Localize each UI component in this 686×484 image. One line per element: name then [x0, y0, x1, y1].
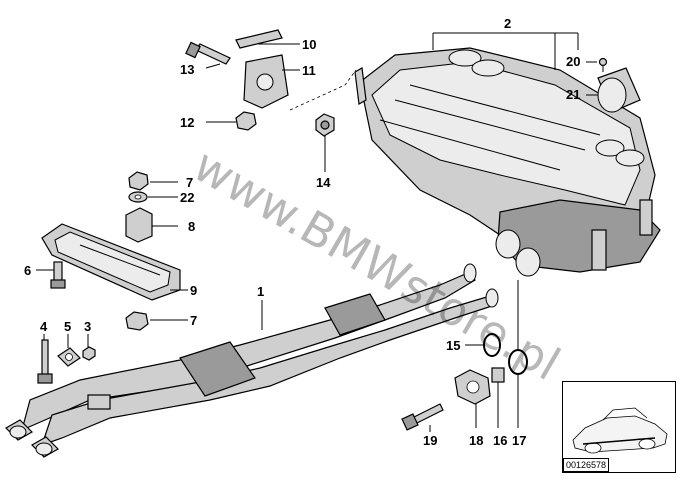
- nut-7-bottom: [125, 311, 149, 331]
- callout-9: 9: [190, 283, 197, 298]
- nut-3: [82, 346, 96, 361]
- car-silhouette-icon: [572, 407, 668, 454]
- callout-8: 8: [188, 219, 195, 234]
- leader-lines: [36, 32, 598, 432]
- washer-22: [128, 191, 148, 203]
- vehicle-thumbnail: [562, 381, 676, 473]
- nut-7-top: [128, 171, 149, 191]
- callout-7-bottom: 7: [190, 313, 197, 328]
- callout-11: 11: [302, 63, 316, 78]
- callout-13: 13: [180, 62, 194, 77]
- rear-muffler: [354, 47, 661, 277]
- front-pipe: [5, 263, 499, 458]
- rubber-mount-14: [315, 113, 335, 137]
- callout-20: 20: [566, 54, 580, 69]
- screw-20: [598, 57, 608, 72]
- callout-10: 10: [302, 37, 316, 52]
- hanger-bracket: [185, 29, 289, 109]
- callout-numbers: 2 10 13 11 20 21 12 14 7 22 8 6 9 1 7 4 …: [24, 16, 580, 448]
- callout-1: 1: [257, 284, 264, 299]
- callout-2: 2: [504, 16, 511, 31]
- callout-3: 3: [84, 319, 91, 334]
- callout-14: 14: [316, 175, 331, 190]
- callout-19: 19: [423, 433, 437, 448]
- tailpipe-trim: [597, 67, 641, 113]
- clamp-18: [454, 369, 491, 405]
- callout-5: 5: [64, 319, 71, 334]
- callout-21: 21: [566, 87, 580, 102]
- callout-6: 6: [24, 263, 31, 278]
- bolt-4: [37, 339, 53, 384]
- callout-22: 22: [180, 190, 194, 205]
- bolt-19: [401, 403, 444, 431]
- rubber-mount-8: [125, 207, 153, 243]
- nut-16: [491, 367, 505, 383]
- bolt-6: [50, 261, 66, 289]
- heat-shield: [41, 223, 181, 301]
- gasket-5: [57, 347, 81, 367]
- nut-12: [235, 111, 257, 131]
- callout-15: 15: [446, 338, 460, 353]
- callout-7-top: 7: [186, 175, 193, 190]
- callout-4: 4: [40, 319, 48, 334]
- callout-12: 12: [180, 115, 194, 130]
- document-id: 00126578: [563, 458, 610, 472]
- callout-16: 16: [493, 433, 507, 448]
- callout-17: 17: [512, 433, 526, 448]
- callout-18: 18: [469, 433, 483, 448]
